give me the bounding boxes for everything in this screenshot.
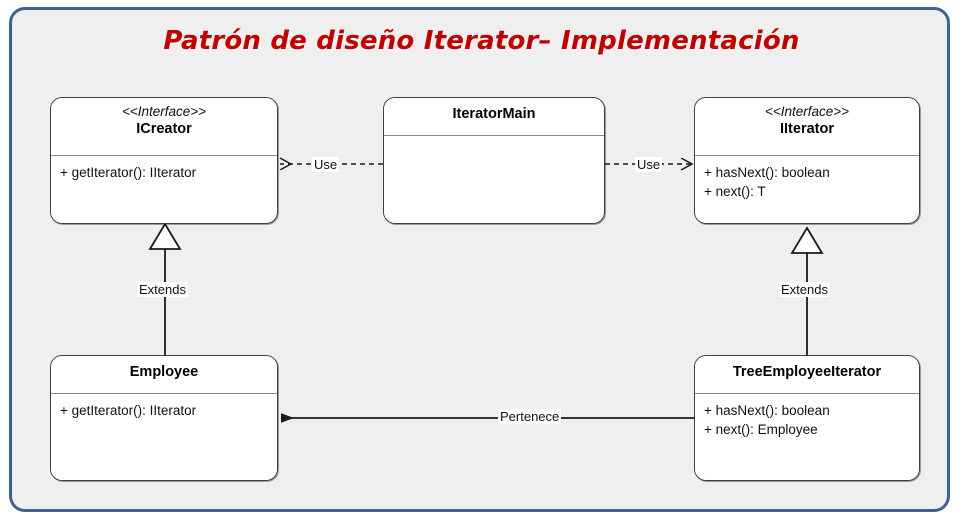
class-header: <<Interface>> ICreator	[51, 98, 277, 156]
uml-class-iteratormain[interactable]: IteratorMain	[383, 97, 605, 224]
class-stereotype: <<Interface>>	[121, 104, 207, 119]
uml-class-treeemployeeiterator[interactable]: TreeEmployeeIterator + hasNext(): boolea…	[694, 355, 920, 481]
class-name: Employee	[129, 364, 199, 380]
class-members: + getIterator(): IIterator	[51, 156, 277, 223]
uml-class-employee[interactable]: Employee + getIterator(): IIterator	[50, 355, 278, 481]
class-name: ICreator	[136, 121, 192, 137]
edge-label-use-right: Use	[635, 157, 663, 172]
class-member: + next(): T	[704, 184, 766, 199]
edge-label-extends-left: Extends	[137, 282, 188, 297]
class-members	[384, 136, 604, 223]
uml-class-icreator[interactable]: <<Interface>> ICreator + getIterator(): …	[50, 97, 278, 224]
edge-label-use-left: Use	[312, 157, 340, 172]
class-header: <<Interface>> IIterator	[695, 98, 919, 156]
class-members: + hasNext(): boolean + next(): Employee	[695, 394, 919, 480]
class-member: + getIterator(): IIterator	[60, 165, 197, 180]
page-title: Patrón de diseño Iterator– Implementació…	[163, 26, 800, 56]
class-header: Employee	[51, 356, 277, 394]
edge-label-pertenece: Pertenece	[498, 409, 562, 424]
class-members: + getIterator(): IIterator	[51, 394, 277, 480]
class-member: + hasNext(): boolean	[704, 165, 830, 180]
class-header: TreeEmployeeIterator	[695, 356, 919, 394]
class-members: + hasNext(): boolean + next(): T	[695, 156, 919, 223]
class-member: + getIterator(): IIterator	[60, 403, 197, 418]
edge-label-extends-right: Extends	[779, 282, 830, 297]
class-name: IIterator	[780, 121, 834, 137]
relation-extends-left	[148, 222, 182, 355]
class-name: IteratorMain	[452, 106, 536, 122]
relation-extends-right	[790, 226, 824, 355]
class-member: + hasNext(): boolean	[704, 403, 830, 418]
class-stereotype: <<Interface>>	[764, 104, 850, 119]
uml-class-iiterator[interactable]: <<Interface>> IIterator + hasNext(): boo…	[694, 97, 920, 224]
class-member: + next(): Employee	[704, 422, 818, 437]
class-header: IteratorMain	[384, 98, 604, 136]
class-name: TreeEmployeeIterator	[732, 364, 882, 380]
